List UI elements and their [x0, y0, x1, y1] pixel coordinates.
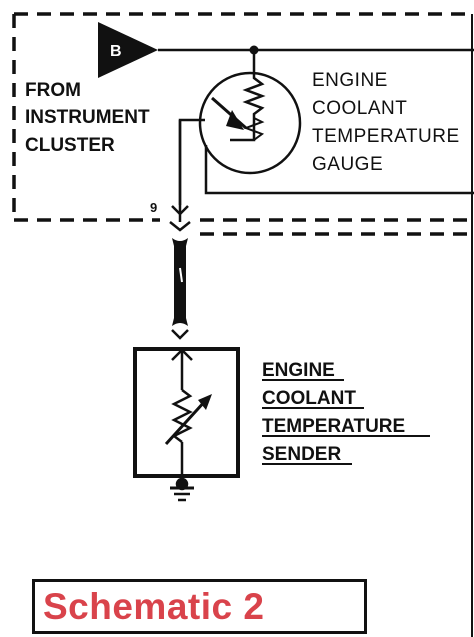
- gauge-label: ENGINE COOLANT TEMPERATURE GAUGE: [312, 70, 460, 175]
- from-label-line1: FROM: [25, 80, 81, 101]
- gauge-label-line2: COOLANT: [312, 98, 407, 119]
- sender-label-line2: COOLANT: [262, 388, 356, 409]
- sender-icon: [133, 347, 240, 478]
- gauge-label-line1: ENGINE: [312, 70, 388, 91]
- sender-label-line3: TEMPERATURE: [262, 416, 405, 437]
- gauge-label-line4: GAUGE: [312, 154, 383, 175]
- ground-icon: [170, 476, 194, 502]
- caption-title: Schematic 2: [43, 585, 265, 627]
- connector-b-label: B: [110, 43, 122, 60]
- sender-label-line1: ENGINE: [262, 360, 335, 381]
- sender-label-line4: SENDER: [262, 444, 341, 465]
- gauge-label-line3: TEMPERATURE: [312, 126, 460, 147]
- from-cluster-label: FROM INSTRUMENT CLUSTER: [25, 80, 150, 156]
- junction-dot: [249, 45, 259, 55]
- from-label-line3: CLUSTER: [25, 135, 115, 156]
- from-label-line2: INSTRUMENT: [25, 107, 150, 128]
- connector-b-icon: B: [98, 22, 158, 78]
- harness-wire: [171, 238, 189, 340]
- sender-label: ENGINE COOLANT TEMPERATURE SENDER: [262, 360, 430, 465]
- feed-wire: [158, 48, 474, 62]
- caption-box: Schematic 2: [32, 579, 367, 634]
- cluster-boundary: [12, 12, 474, 236]
- pin-number-label: 9: [150, 200, 157, 215]
- pin-9-connector: [169, 120, 191, 232]
